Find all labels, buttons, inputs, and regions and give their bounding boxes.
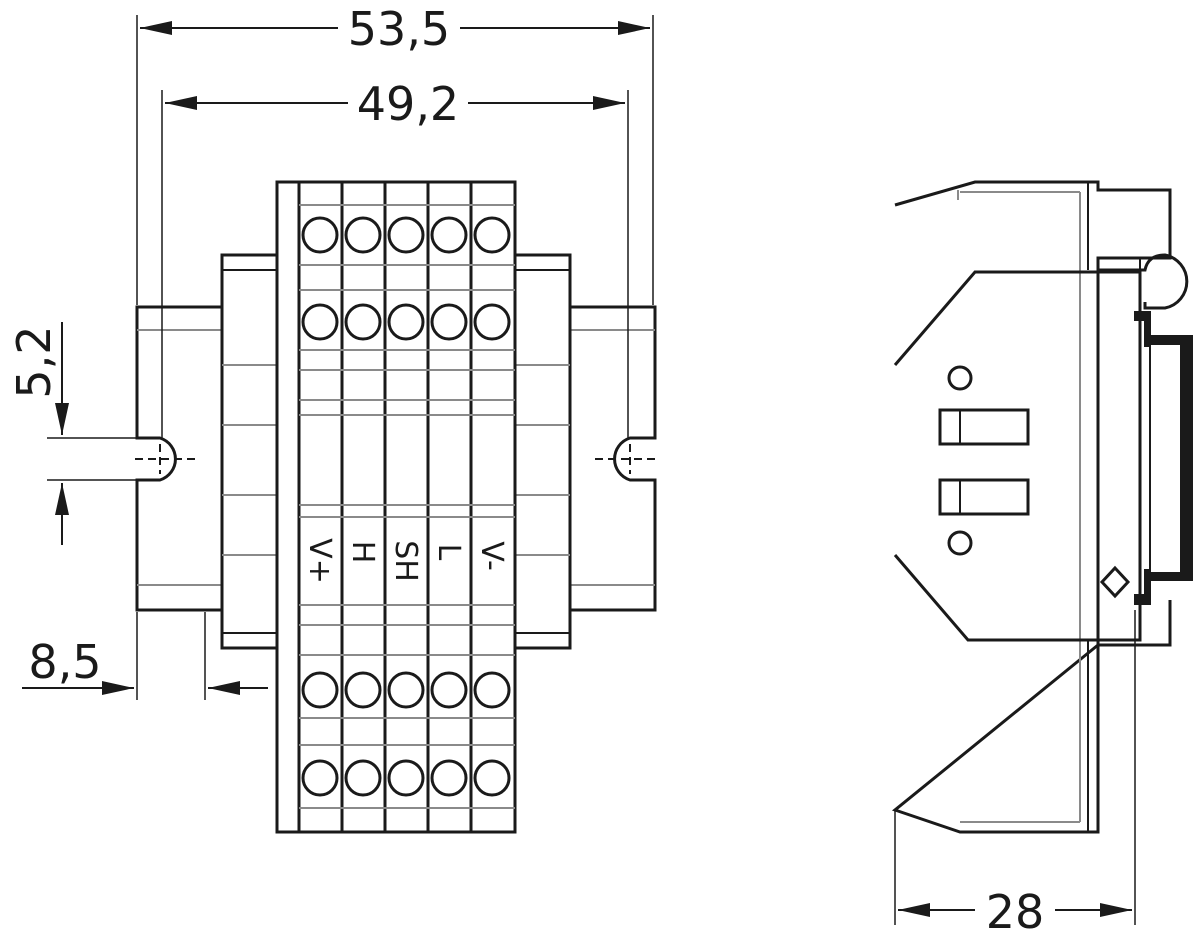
side-front-body	[893, 270, 1142, 642]
dimension-overall-width: 53,5	[136, 2, 654, 305]
side-hole-top	[947, 365, 973, 391]
terminal-label-h: H	[345, 541, 380, 564]
label-slot-bottom	[938, 478, 1030, 516]
front-view: V+ H SH L V- 53,5 49,2	[7, 2, 658, 834]
right-end-housing	[513, 253, 572, 650]
dimension-hole-spacing: 49,2	[161, 77, 629, 440]
slot-width-label: 5,2	[7, 325, 61, 398]
depth-label: 28	[986, 885, 1045, 939]
terminal-block-body	[275, 180, 517, 834]
dimension-slot-width: 5,2	[7, 322, 137, 545]
side-hole-bottom	[947, 530, 973, 556]
label-slot-top	[938, 408, 1030, 446]
release-diamond	[1099, 565, 1131, 599]
dimension-edge-offset: 8,5	[22, 612, 268, 700]
dimension-depth: 28	[894, 610, 1136, 939]
side-housing	[891, 180, 1172, 834]
terminal-label-sh: SH	[388, 540, 423, 582]
mounting-base-right	[568, 305, 657, 612]
slot-centre-left	[135, 444, 195, 474]
edge-offset-label: 8,5	[28, 635, 101, 689]
rail-clip-top	[1098, 253, 1189, 310]
terminal-label-v-minus: V-	[474, 541, 509, 571]
din-rail	[1134, 311, 1193, 605]
slot-centre-right	[595, 444, 658, 474]
terminal-holes-row-3	[301, 671, 511, 709]
terminal-label-l: L	[431, 544, 466, 561]
terminal-label-v-plus: V+	[302, 538, 337, 584]
hole-spacing-label: 49,2	[357, 77, 459, 131]
side-view: 28	[891, 180, 1193, 939]
terminal-holes-row-1	[301, 216, 511, 254]
terminal-holes-row-2	[301, 303, 511, 341]
terminal-holes-row-4	[301, 759, 511, 797]
overall-width-label: 53,5	[348, 2, 450, 56]
left-end-housing	[220, 253, 279, 650]
